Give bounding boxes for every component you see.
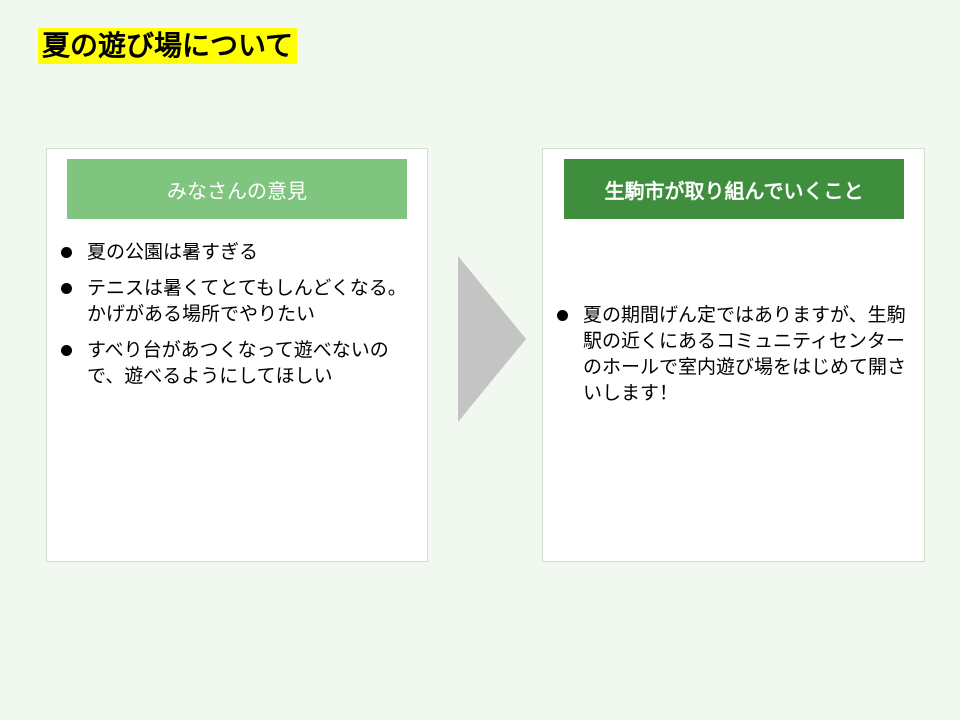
opinions-header: みなさんの意見: [67, 159, 407, 219]
city-actions-list: 夏の期間げん定ではありますが、生駒駅の近くにあるコミュニティセンターのホールで室…: [553, 302, 923, 416]
list-item: 夏の公園は暑すぎる: [57, 239, 417, 265]
page-title: 夏の遊び場について: [38, 28, 298, 64]
arrow-icon: [458, 256, 526, 422]
list-item: 夏の期間げん定ではありますが、生駒駅の近くにあるコミュニティセンターのホールで室…: [553, 302, 923, 406]
list-item: すべり台があつくなって遊べないので、遊べるようにしてほしい: [57, 337, 417, 389]
list-item: テニスは暑くてとてもしんどくなる。かげがある場所でやりたい: [57, 275, 417, 327]
opinions-list: 夏の公園は暑すぎる テニスは暑くてとてもしんどくなる。かげがある場所でやりたい …: [57, 239, 417, 399]
city-actions-header: 生駒市が取り組んでいくこと: [564, 159, 904, 219]
city-actions-panel: 生駒市が取り組んでいくこと 夏の期間げん定ではありますが、生駒駅の近くにあるコミ…: [542, 148, 925, 562]
opinions-panel: みなさんの意見 夏の公園は暑すぎる テニスは暑くてとてもしんどくなる。かげがある…: [46, 148, 428, 562]
